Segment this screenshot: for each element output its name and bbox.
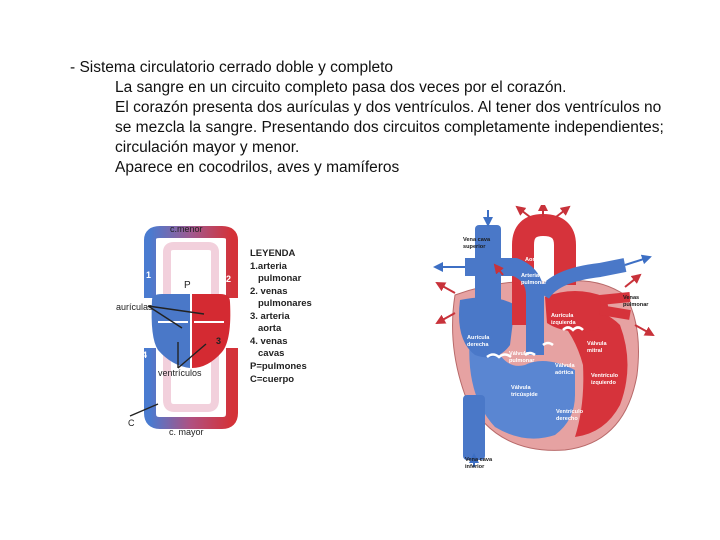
label-arteria-pulmonar: Arteria bbox=[521, 273, 540, 279]
label-vena-cava-superior: Vena cava bbox=[463, 237, 491, 243]
legend-item: pulmonar bbox=[258, 273, 302, 284]
number-3: 3 bbox=[216, 336, 221, 346]
label-auricula-izquierda: izquierda bbox=[551, 320, 576, 326]
legend-title: LEYENDA bbox=[250, 248, 296, 259]
label-valvula-pulmonar: pulmonar bbox=[509, 358, 535, 364]
bullet-line-2: El corazón presenta dos aurículas y dos … bbox=[70, 98, 670, 158]
label-valvula-aortica: aórtica bbox=[555, 370, 574, 376]
label-vena-cava-inferior: Vena cava bbox=[465, 457, 493, 463]
label-valvula-tricuspide: tricúspide bbox=[511, 392, 538, 398]
c-mayor-label: c. mayor bbox=[169, 427, 204, 437]
legend-item: aorta bbox=[258, 323, 282, 334]
label-venas-pulmonar: pulmonar bbox=[623, 302, 649, 308]
label-ventriculo-derecho: derecho bbox=[556, 416, 578, 422]
label-vena-cava-superior: superior bbox=[463, 244, 486, 250]
auriculas-label: aurículas bbox=[116, 302, 153, 312]
label-ventriculo-izquierdo: izquierdo bbox=[591, 380, 616, 386]
legend-item: P=pulmones bbox=[250, 361, 307, 372]
label-vena-cava-inferior: inferior bbox=[465, 464, 485, 470]
bullet-line-3: Aparece en cocodrilos, aves y mamíferos bbox=[70, 158, 670, 178]
number-1: 1 bbox=[146, 270, 151, 280]
label-valvula-pulmonar: Válvula bbox=[509, 351, 529, 357]
label-arteria-pulmonar: pulmonar bbox=[521, 280, 547, 286]
label-ventriculo-izquierdo: Ventrículo bbox=[591, 373, 619, 379]
p-label: P bbox=[184, 280, 191, 291]
label-auricula-derecha: Aurícula bbox=[467, 335, 490, 341]
legend-item: C=cuerpo bbox=[250, 374, 294, 385]
number-2: 2 bbox=[226, 274, 231, 284]
label-valvula-mitral: Válvula bbox=[587, 341, 607, 347]
label-aorta: Aorta bbox=[525, 257, 540, 263]
bullet-line-1: La sangre en un circuito completo pasa d… bbox=[70, 78, 670, 98]
label-valvula-aortica: Válvula bbox=[555, 363, 575, 369]
label-valvula-tricuspide: Válvula bbox=[511, 385, 531, 391]
label-ventriculo-derecho: Ventrículo bbox=[556, 409, 584, 415]
legend-item: 4. venas bbox=[250, 336, 288, 347]
legend: LEYENDA 1.arteria pulmonar 2. venas pulm… bbox=[250, 248, 312, 385]
label-venas-pulmonar: Venas bbox=[623, 295, 639, 301]
ventriculos-label: ventrículos bbox=[158, 368, 202, 378]
bullet-list: - Sistema circulatorio cerrado doble y c… bbox=[70, 58, 670, 178]
label-valvula-mitral: mitral bbox=[587, 348, 603, 354]
legend-item: pulmonares bbox=[258, 298, 312, 309]
c-label: C bbox=[128, 418, 135, 428]
circulation-schematic: c.menor c. mayor P C aurículas ventrícul… bbox=[112, 218, 322, 440]
label-auricula-derecha: derecha bbox=[467, 342, 489, 348]
legend-item: cavas bbox=[258, 348, 284, 359]
legend-item: 1.arteria bbox=[250, 261, 288, 272]
label-auricula-izquierda: Aurícula bbox=[551, 313, 574, 319]
legend-item: 2. venas bbox=[250, 286, 288, 297]
c-menor-label: c.menor bbox=[170, 224, 203, 234]
bullet-lead: - Sistema circulatorio cerrado doble y c… bbox=[70, 58, 670, 78]
heart-anatomy-diagram: Vena cava superior Aorta Arteria pulmona… bbox=[425, 205, 665, 475]
legend-item: 3. arteria bbox=[250, 311, 290, 322]
number-4: 4 bbox=[142, 350, 147, 360]
